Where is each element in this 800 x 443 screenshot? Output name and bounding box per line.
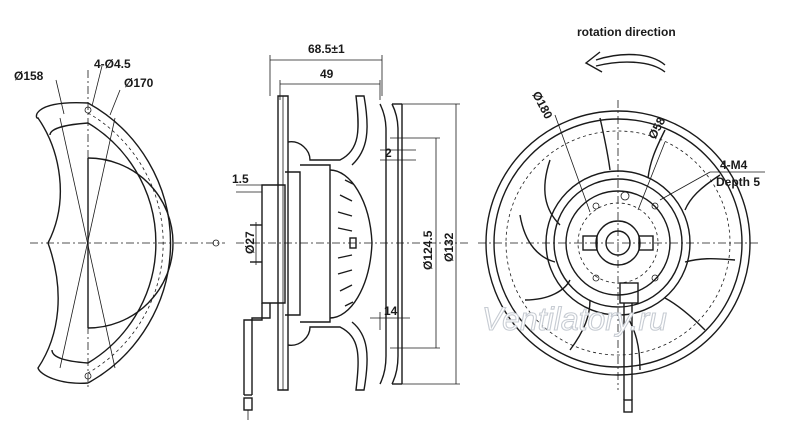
dim-gap-2: 2 (385, 146, 392, 160)
dim-d170: Ø170 (124, 76, 154, 90)
thread-holes (592, 191, 659, 282)
rotation-direction-label: rotation direction (577, 25, 676, 39)
impeller-blades (519, 117, 736, 371)
dim-d132: Ø132 (442, 232, 456, 262)
dim-len-14: 14 (384, 304, 398, 318)
dim-d124-5: Ø124.5 (421, 230, 435, 270)
dim-d180: Ø180 (529, 89, 555, 122)
dimension-labels: Ø158 4-Ø4.5 Ø170 68.5±1 49 2 1.5 Ø27 Ø12… (14, 25, 760, 318)
dim-thread-depth: Depth 5 (716, 175, 760, 189)
watermark: Ventilatory.ru (482, 301, 667, 337)
dim-width-49: 49 (320, 67, 334, 81)
dim-d158: Ø158 (14, 69, 44, 83)
dim-thread: 4-M4 (720, 158, 748, 172)
dim-d27: Ø27 (243, 231, 257, 254)
rotation-arrow-icon (584, 51, 666, 73)
dim-gap-1-5: 1.5 (232, 172, 249, 186)
dim-width-total: 68.5±1 (308, 42, 345, 56)
side-profile-view (236, 55, 470, 420)
front-view (478, 51, 765, 413)
dim-holes: 4-Ø4.5 (94, 57, 131, 71)
mounting-plate-view (30, 65, 225, 390)
